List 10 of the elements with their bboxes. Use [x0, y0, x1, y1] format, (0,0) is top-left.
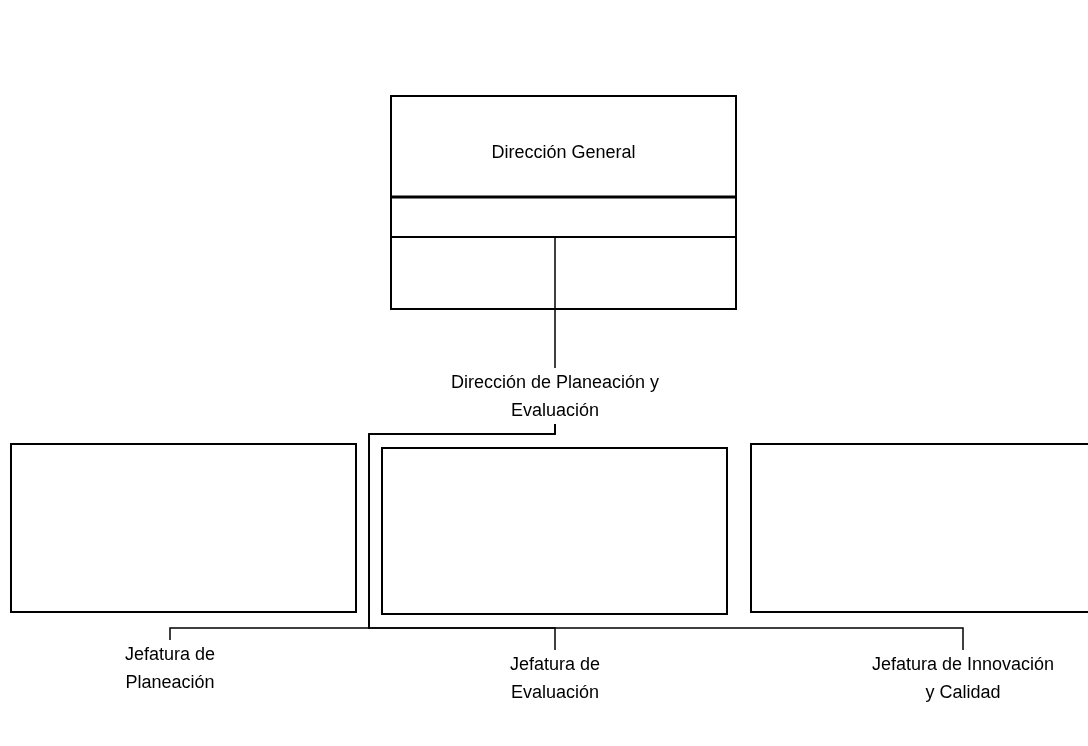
unit-label: Jefatura de Evaluación [470, 650, 640, 706]
unit-label: Jefatura de Innovación y Calidad [866, 650, 1060, 706]
connector-line [554, 309, 556, 369]
org-box [10, 443, 357, 613]
org-box: Dirección General [390, 95, 737, 310]
unit-label: Jefatura de Planeación [95, 640, 245, 696]
org-box [381, 447, 728, 615]
unit-label: Dirección de Planeación y Evaluación [440, 368, 670, 424]
org-box [750, 443, 1088, 613]
connector-line [368, 423, 964, 651]
